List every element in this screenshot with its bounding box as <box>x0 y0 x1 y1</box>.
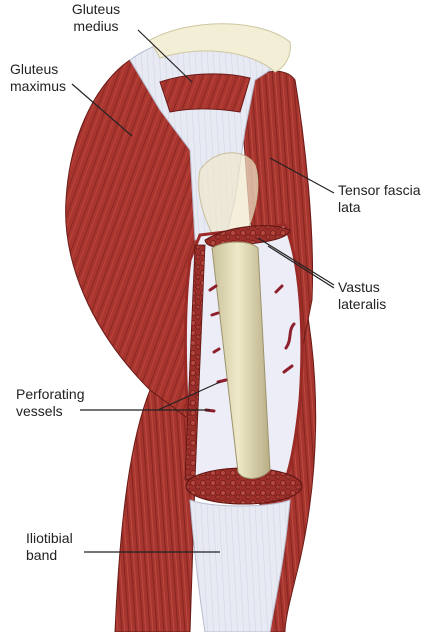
greater-trochanter <box>198 152 259 241</box>
label-gluteus-maximus-line2: maximus <box>10 78 67 94</box>
label-tensor-fascia-lata: Tensor fascia lata <box>338 182 420 216</box>
label-tensor-fascia-lata-line1: Tensor fascia <box>338 182 421 198</box>
label-tensor-fascia-lata-line2: lata <box>338 199 361 215</box>
label-gluteus-medius-line1: Gluteus <box>71 1 121 17</box>
label-gluteus-maximus-line1: Gluteus <box>10 61 59 77</box>
label-vastus-lateralis: Vastus lateralis <box>338 279 386 313</box>
label-iliotibial-band-line2: band <box>26 547 58 563</box>
iliac-crest <box>149 23 291 73</box>
label-vastus-lateralis-line2: lateralis <box>338 296 387 312</box>
gluteus-medius-muscle <box>159 73 251 113</box>
label-iliotibial-band-line1: Iliotibial <box>26 530 73 546</box>
label-perforating-vessels-line1: Perforating <box>16 386 85 402</box>
label-perforating-vessels-line2: vessels <box>16 403 63 419</box>
label-iliotibial-band: Iliotibial band <box>26 530 73 564</box>
label-vastus-lateralis-line1: Vastus <box>338 279 380 295</box>
label-gluteus-medius-line2: medius <box>73 18 119 34</box>
femur-shaft <box>211 241 271 479</box>
thigh-lower-left-muscle <box>114 389 196 632</box>
leader-lines <box>71 29 335 553</box>
iliotibial-band <box>189 499 291 632</box>
label-gluteus-maximus: Gluteus maximus <box>10 61 66 95</box>
label-gluteus-medius: Gluteus medius <box>64 1 128 35</box>
label-perforating-vessels: Perforating vessels <box>16 386 84 420</box>
